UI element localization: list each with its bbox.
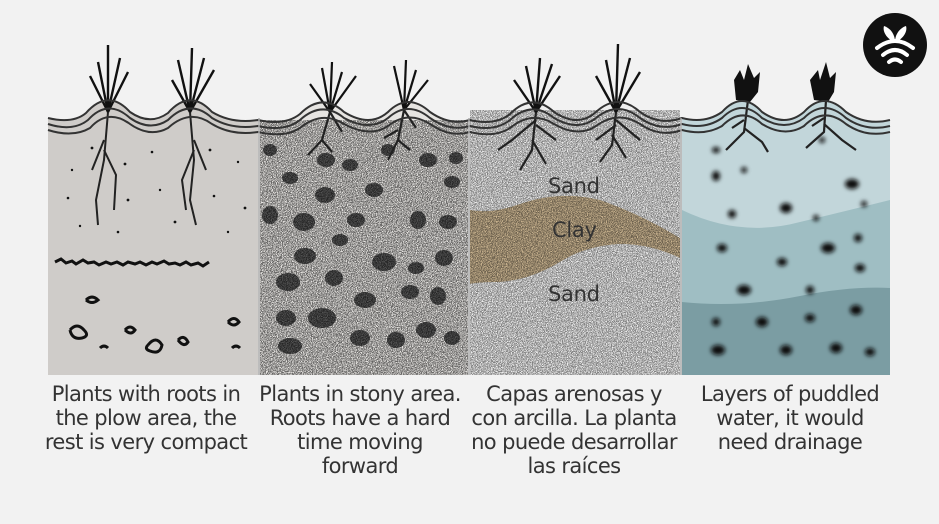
caption-plow: Plants with roots in the plow area, the …	[40, 382, 252, 454]
plant-root	[91, 111, 207, 226]
layer-label-sand-top: Sand	[548, 174, 600, 198]
plant-root	[725, 99, 857, 153]
caption-line: need drainage	[717, 430, 863, 454]
caption-line: time moving	[297, 430, 423, 454]
plant-root	[497, 111, 641, 171]
caption-water: Layers of puddled water, it would need d…	[684, 382, 896, 454]
panel-sand-clay	[470, 43, 680, 375]
water-dark-fill	[682, 287, 890, 375]
caption-line: Plants in stony area.	[259, 382, 461, 406]
water-drops	[711, 137, 875, 356]
caption-line: water, it would	[716, 406, 864, 430]
burnt-plant	[734, 62, 836, 102]
seed-dots	[66, 146, 247, 234]
grass-plant	[513, 43, 642, 113]
caption-line: Layers of puddled	[700, 382, 880, 406]
caption-line: rest is very compact	[44, 430, 248, 454]
compact-clods	[68, 295, 242, 354]
ground-surface	[47, 99, 891, 136]
caption-line: the plow area, the	[55, 406, 237, 430]
panel-dividers	[258, 118, 682, 375]
hardpan-line	[54, 257, 210, 268]
caption-line: Plants with roots in	[51, 382, 241, 406]
panel-water	[682, 62, 890, 375]
panel-plow	[48, 45, 258, 375]
caption-line: Capas arenosas y	[486, 382, 662, 406]
caption-line: Roots have a hard	[269, 406, 451, 430]
caption-line: con arcilla. La planta	[471, 406, 677, 430]
caption-line: las raíces	[527, 454, 621, 478]
soil-fill	[48, 100, 258, 375]
plant-root	[307, 109, 417, 161]
sprout-wifi-icon	[863, 13, 927, 77]
panel-stony	[260, 59, 468, 375]
layer-label-sand-bottom: Sand	[548, 282, 600, 306]
caption-stony: Plants in stony area. Roots have a hard …	[254, 382, 466, 478]
caption-sand-clay: Capas arenosas y con arcilla. La planta …	[466, 382, 682, 478]
layer-label-clay: Clay	[552, 218, 597, 242]
caption-line: no puede desarrollar	[471, 430, 677, 454]
caption-line: forward	[321, 454, 399, 478]
grass-plant	[88, 45, 216, 113]
